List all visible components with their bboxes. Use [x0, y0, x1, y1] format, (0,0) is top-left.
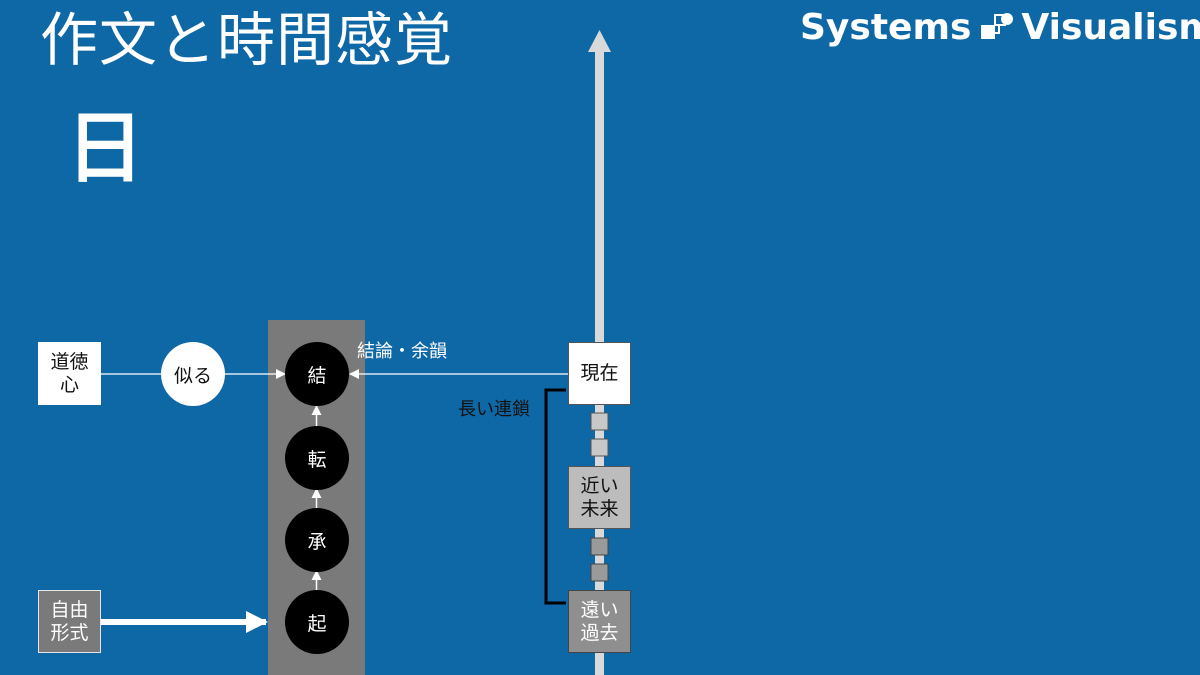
free-form-box: 自由 形式: [38, 590, 101, 653]
chain-link-square: [590, 438, 609, 457]
stage-ki-node: 起: [285, 590, 349, 654]
similar-circle: 似る: [161, 342, 225, 406]
stage-shou-node: 承: [285, 508, 349, 572]
stage-ten-node: 転: [285, 426, 349, 490]
present-box: 現在: [568, 342, 631, 405]
brand-logo: Systems Visualism: [800, 6, 1200, 50]
distant-past-box: 遠い 過去: [568, 590, 631, 653]
stage-ketsu-node: 結: [285, 342, 349, 406]
conclusion-label: 結論・余韻: [357, 341, 447, 362]
chain-link-square: [590, 412, 609, 431]
long-chain-label: 長い連鎖: [458, 399, 530, 420]
chain-link-square: [590, 537, 609, 556]
long-chain-bracket: [544, 388, 566, 605]
page-title: 作文と時間感覚: [40, 6, 454, 74]
moral-box: 道徳 心: [38, 342, 101, 405]
brand-left-text: Systems: [800, 7, 972, 48]
time-axis-arrowhead: [588, 30, 611, 52]
chain-link-square: [590, 563, 609, 582]
near-future-box: 近い 未来: [568, 466, 631, 529]
systems-visualism-logo-icon: [981, 13, 1014, 39]
page-subtitle: 日: [66, 104, 145, 194]
brand-right-text: Visualism: [1021, 7, 1200, 48]
